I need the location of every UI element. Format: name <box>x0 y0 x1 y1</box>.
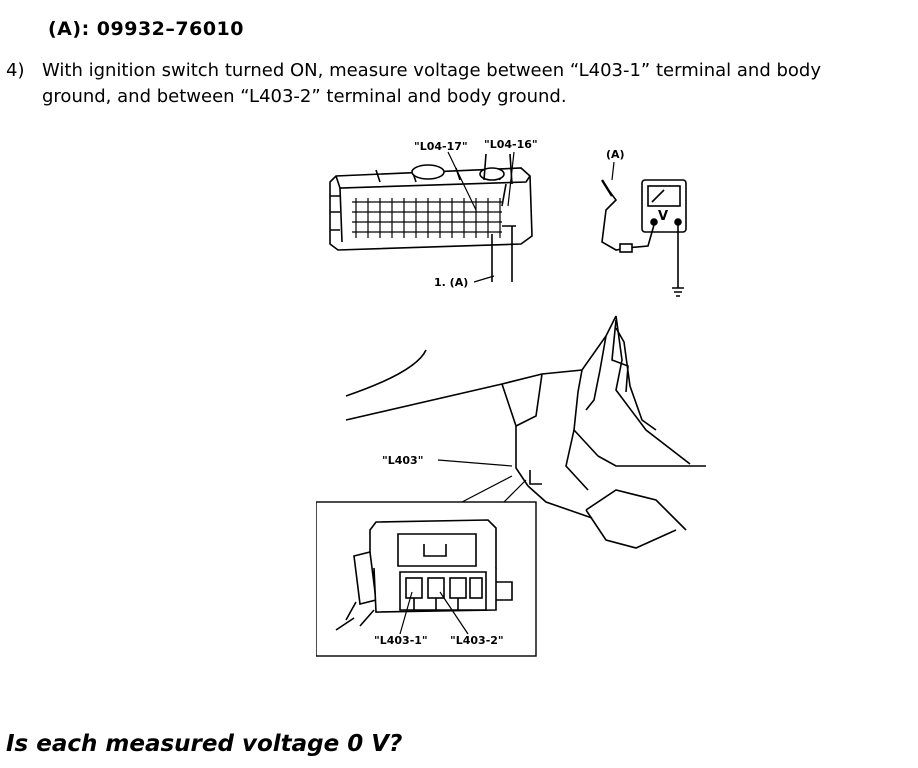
step-text-line-1: With ignition switch turned ON, measure … <box>42 60 821 81</box>
procedure-step: 4) With ignition switch turned ON, measu… <box>6 58 918 110</box>
wiring-diagram-figure: "L04-17" "L04-16" 1. (A) V (A) <box>316 130 716 670</box>
question-prompt: Is each measured voltage 0 V? <box>6 731 403 757</box>
label-l403-1: "L403-1" <box>374 634 428 647</box>
label-1-a: 1. (A) <box>434 276 468 289</box>
label-l403-2: "L403-2" <box>450 634 504 647</box>
special-tool-line: (A): 09932–76010 <box>48 18 244 40</box>
diagram-illustration: "L04-17" "L04-16" 1. (A) V (A) <box>316 138 706 657</box>
label-tool-a: (A) <box>606 148 625 161</box>
label-l403: "L403" <box>382 454 423 467</box>
step-number: 4) <box>6 60 25 81</box>
ecm-connector-drawing <box>329 153 533 282</box>
label-l04-16: "L04-16" <box>484 138 538 151</box>
voltmeter-drawing <box>600 179 687 297</box>
label-voltmeter-v: V <box>658 209 668 224</box>
vehicle-interior-drawing <box>345 315 706 549</box>
label-l04-17: "L04-17" <box>414 140 468 153</box>
l403-connector-drawing <box>335 519 513 631</box>
step-text-line-2: ground, and between “L403-2” terminal an… <box>42 86 567 107</box>
